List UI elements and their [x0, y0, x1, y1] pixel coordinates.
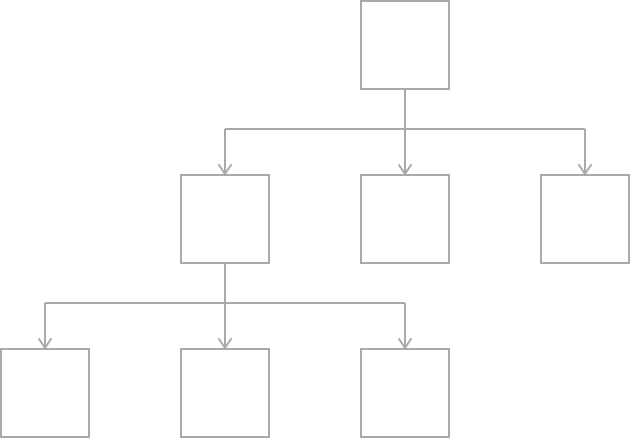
node-box-child-3	[540, 174, 630, 264]
node-box-grandchild-2	[180, 348, 270, 438]
node-box-child-1	[180, 174, 270, 264]
node-rect	[360, 348, 450, 438]
node-rect	[0, 348, 90, 438]
node-box-grandchild-1	[0, 348, 90, 438]
node-box-grandchild-3	[360, 348, 450, 438]
node-rect	[180, 174, 270, 264]
node-rect	[540, 174, 630, 264]
node-rect	[360, 174, 450, 264]
node-rect	[180, 348, 270, 438]
connectors	[38, 89, 592, 349]
node-rect	[360, 0, 450, 90]
node-box-child-2	[360, 174, 450, 264]
node-box-root	[360, 0, 450, 90]
